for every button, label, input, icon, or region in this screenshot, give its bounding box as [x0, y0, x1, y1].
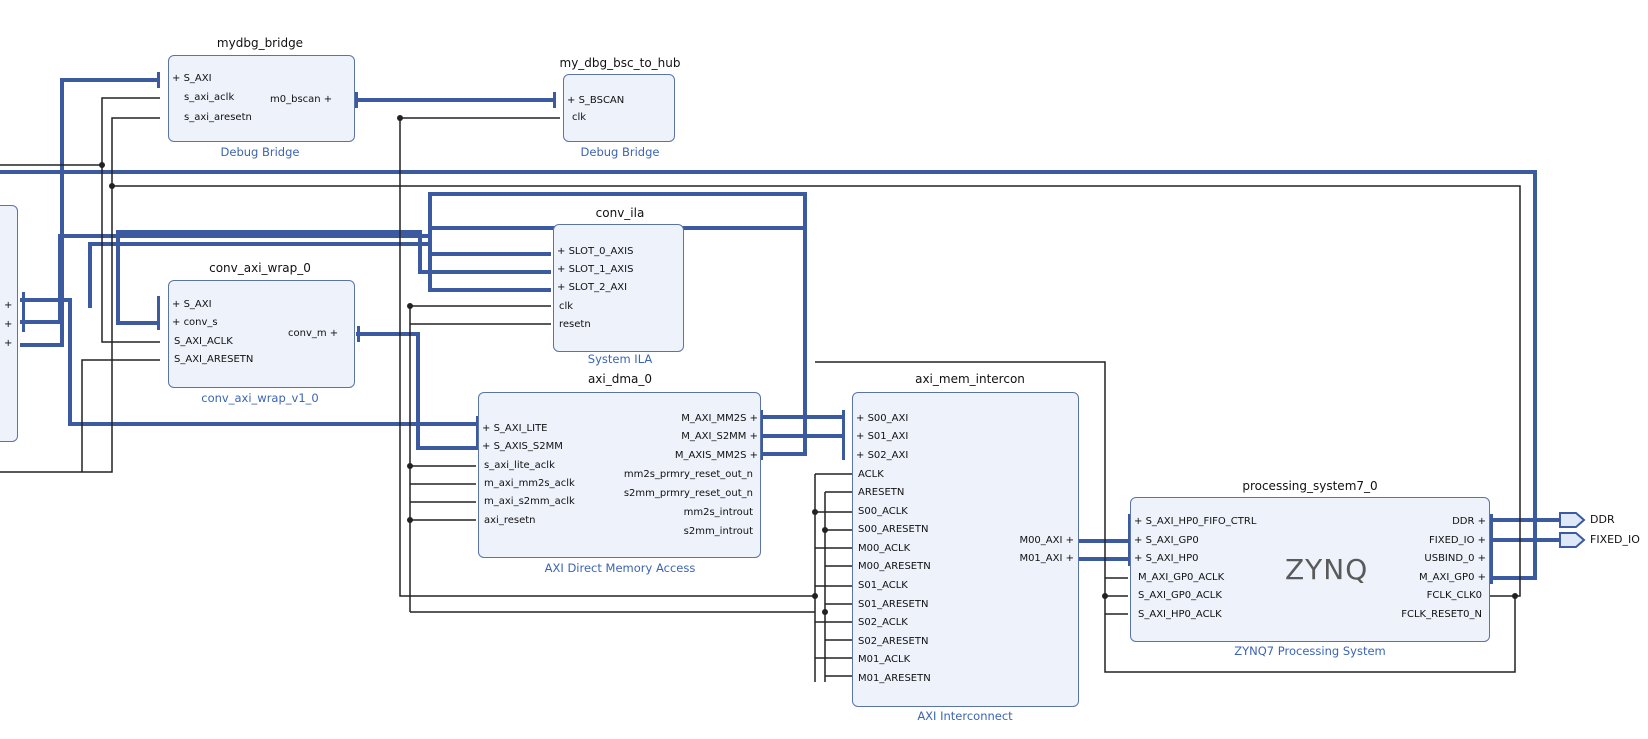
block-subtitle-axi-dma-0: AXI Direct Memory Access	[544, 561, 696, 575]
pin-s-axi-gp0[interactable]: + S_AXI_GP0	[1134, 535, 1199, 546]
block-title-conv-ila: conv_ila	[595, 206, 645, 220]
pin-wrap-s-axi[interactable]: + S_AXI	[172, 299, 212, 310]
pin-wrap-aclk[interactable]: S_AXI_ACLK	[174, 336, 233, 347]
pin-m-axis-mm2s[interactable]: M_AXIS_MM2S +	[674, 450, 758, 461]
block-axi-mem-intercon[interactable]	[852, 392, 1079, 707]
pin-s-bscan[interactable]: + S_BSCAN	[567, 95, 625, 106]
external-port-ddr[interactable]: DDR	[1590, 513, 1615, 526]
pin-usbind-0[interactable]: USBIND_0 +	[1424, 553, 1486, 564]
wire-junctions	[99, 115, 1518, 615]
pin-aresetn[interactable]: ARESETN	[858, 487, 905, 498]
pin-m0-bscan[interactable]: m0_bscan +	[270, 94, 333, 105]
block-conv-ila[interactable]	[553, 224, 684, 352]
pin-m00-aclk[interactable]: M00_ACLK	[858, 543, 911, 554]
pin-s-axi-aresetn[interactable]: s_axi_aresetn	[184, 112, 252, 123]
pin-s02-aclk[interactable]: S02_ACLK	[858, 617, 908, 628]
pin-s00-aclk[interactable]: S00_ACLK	[858, 506, 908, 517]
pin-stub-2[interactable]: +	[4, 319, 13, 330]
pin-m-axi-s2mm-aclk[interactable]: m_axi_s2mm_aclk	[484, 496, 575, 507]
block-title-my-dbg-bsc-to-hub: my_dbg_bsc_to_hub	[559, 56, 681, 70]
block-subtitle-conv-axi-wrap-0: conv_axi_wrap_v1_0	[201, 391, 319, 405]
pin-s-axi-lite[interactable]: + S_AXI_LITE	[482, 423, 548, 434]
block-conv-axi-wrap-0[interactable]	[168, 280, 355, 388]
pin-m-axi-gp0[interactable]: M_AXI_GP0 +	[1419, 572, 1486, 583]
pin-stub-3[interactable]: +	[4, 338, 13, 349]
pin-s01-aclk[interactable]: S01_ACLK	[858, 580, 908, 591]
pin-fixed-io[interactable]: FIXED_IO +	[1429, 535, 1486, 546]
block-subtitle-processing-system7-0: ZYNQ7 Processing System	[1234, 644, 1386, 658]
pin-s2mm-introut[interactable]: s2mm_introut	[683, 526, 753, 537]
block-title-axi-mem-intercon: axi_mem_intercon	[915, 372, 1025, 386]
pin-ila-resetn[interactable]: resetn	[559, 319, 591, 330]
net-wires	[0, 97, 1521, 682]
pin-m00-axi[interactable]: M00_AXI +	[1019, 535, 1074, 546]
pin-s00-axi[interactable]: + S00_AXI	[856, 413, 909, 424]
pin-s-axi-hp0[interactable]: + S_AXI_HP0	[1134, 553, 1199, 564]
pin-slot-2-axi[interactable]: + SLOT_2_AXI	[557, 282, 628, 293]
pin-conv-m[interactable]: conv_m +	[288, 328, 339, 339]
pin-s02-axi[interactable]: + S02_AXI	[856, 450, 909, 461]
pin-s-axi-lite-aclk[interactable]: s_axi_lite_aclk	[484, 460, 555, 471]
pin-mm2s-introut[interactable]: mm2s_introut	[683, 507, 753, 518]
pin-s-axi-aclk[interactable]: s_axi_aclk	[184, 92, 235, 103]
pin-m-axi-mm2s-aclk[interactable]: m_axi_mm2s_aclk	[484, 478, 575, 489]
pin-s-axi-gp0-aclk[interactable]: S_AXI_GP0_ACLK	[1138, 590, 1222, 601]
zynq-logo-icon: ZYNQ	[1285, 553, 1369, 586]
pin-slot-0-axis[interactable]: + SLOT_0_AXIS	[557, 246, 634, 257]
pin-wrap-aresetn[interactable]: S_AXI_ARESETN	[174, 354, 254, 365]
pin-stub-1[interactable]: +	[4, 300, 13, 311]
output-port-icon[interactable]	[1559, 512, 1586, 548]
pin-slot-1-axis[interactable]: + SLOT_1_AXIS	[557, 264, 634, 275]
external-port-fixed-io[interactable]: FIXED_IO	[1590, 533, 1640, 546]
pin-s01-axi[interactable]: + S01_AXI	[856, 431, 909, 442]
pin-s-axi-hp0-fifo-ctrl[interactable]: + S_AXI_HP0_FIFO_CTRL	[1134, 516, 1257, 527]
block-processing-system7-0[interactable]	[1130, 497, 1490, 642]
pin-clk[interactable]: clk	[572, 112, 587, 123]
pin-m-axi-s2mm[interactable]: M_AXI_S2MM +	[681, 431, 758, 442]
pin-s02-aresetn[interactable]: S02_ARESETN	[858, 636, 929, 647]
pin-s-axi[interactable]: + S_AXI	[172, 73, 212, 84]
block-title-processing-system7-0: processing_system7_0	[1242, 479, 1378, 493]
bus-wires	[0, 78, 1560, 580]
pin-mm2s-prmry-reset-out-n[interactable]: mm2s_prmry_reset_out_n	[623, 469, 753, 480]
pin-s-axi-hp0-aclk[interactable]: S_AXI_HP0_ACLK	[1138, 609, 1222, 620]
block-offscreen-left[interactable]	[0, 205, 18, 442]
pin-s00-aresetn[interactable]: S00_ARESETN	[858, 524, 929, 535]
pin-fclk-reset0-n[interactable]: FCLK_RESET0_N	[1401, 609, 1482, 620]
pin-m01-axi[interactable]: M01_AXI +	[1019, 553, 1074, 564]
pin-ila-clk[interactable]: clk	[559, 301, 574, 312]
pin-m00-aresetn[interactable]: M00_ARESETN	[858, 561, 931, 572]
pin-axi-resetn[interactable]: axi_resetn	[484, 515, 536, 526]
block-subtitle-my-dbg-bsc-to-hub: Debug Bridge	[580, 145, 660, 159]
block-my-dbg-bsc-to-hub[interactable]	[563, 74, 675, 142]
block-title-mydbg-bridge: mydbg_bridge	[216, 36, 304, 50]
pin-conv-s[interactable]: + conv_s	[172, 317, 218, 328]
block-title-conv-axi-wrap-0: conv_axi_wrap_0	[209, 261, 311, 275]
block-subtitle-axi-mem-intercon: AXI Interconnect	[917, 709, 1013, 723]
block-title-axi-dma-0: axi_dma_0	[587, 372, 653, 386]
pin-s2mm-prmry-reset-out-n[interactable]: s2mm_prmry_reset_out_n	[623, 488, 753, 499]
pin-fclk-clk0[interactable]: FCLK_CLK0	[1426, 590, 1482, 601]
block-mydbg-bridge[interactable]	[168, 55, 355, 142]
pin-aclk[interactable]: ACLK	[858, 469, 884, 480]
pin-m01-aclk[interactable]: M01_ACLK	[858, 654, 911, 665]
pin-s-axis-s2mm[interactable]: + S_AXIS_S2MM	[482, 441, 563, 452]
pin-ddr[interactable]: DDR +	[1452, 516, 1486, 527]
pin-s01-aresetn[interactable]: S01_ARESETN	[858, 599, 929, 610]
pin-m01-aresetn[interactable]: M01_ARESETN	[858, 673, 931, 684]
pin-m-axi-gp0-aclk[interactable]: M_AXI_GP0_ACLK	[1138, 572, 1225, 583]
block-subtitle-mydbg-bridge: Debug Bridge	[220, 145, 300, 159]
block-subtitle-conv-ila: System ILA	[587, 352, 653, 366]
block-axi-dma-0[interactable]	[478, 392, 761, 558]
pin-m-axi-mm2s[interactable]: M_AXI_MM2S +	[681, 413, 758, 424]
